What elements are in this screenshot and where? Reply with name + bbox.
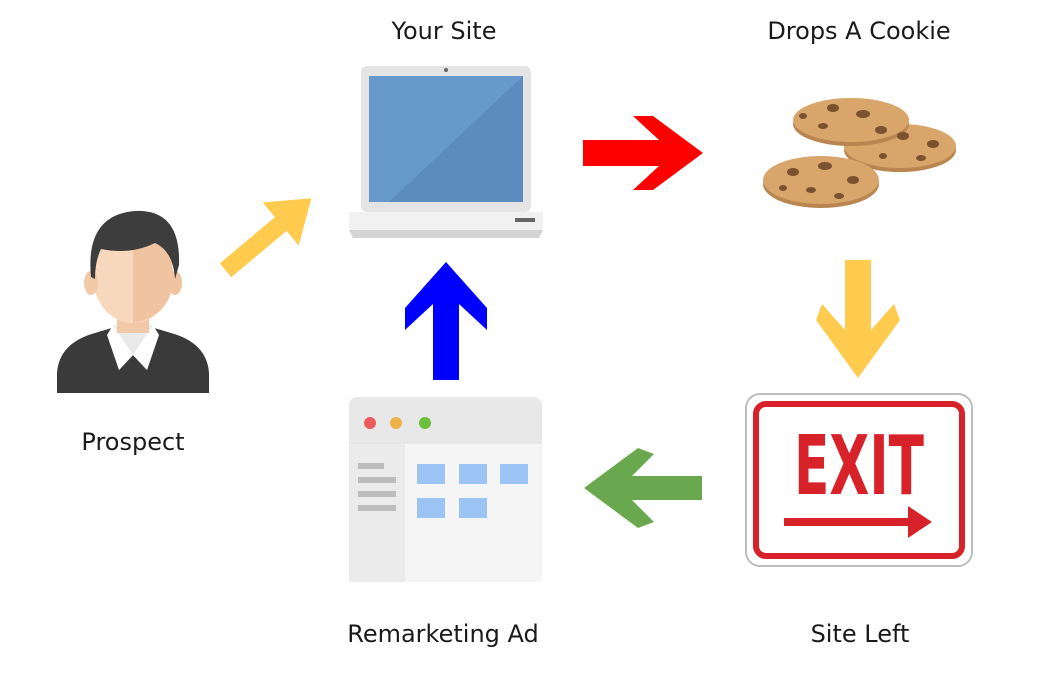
arrow-cookie-to-exit [814,260,902,380]
laptop-icon [349,64,543,240]
label-remarketing-ad: Remarketing Ad [347,620,539,648]
person-icon [55,205,211,393]
arrow-ad-to-site [403,260,489,380]
arrow-prospect-to-site [218,186,322,280]
exit-sign-text: EXIT [794,419,924,514]
cookies-icon [763,92,957,212]
label-site-left: Site Left [810,620,910,648]
label-prospect: Prospect [81,428,185,456]
label-your-site: Your Site [391,17,497,45]
label-drops-a-cookie: Drops A Cookie [767,17,951,45]
arrow-site-to-cookie [583,112,705,194]
exit-sign-icon: EXIT [744,392,974,568]
arrow-exit-to-ad [582,446,702,530]
browser-window-icon [349,397,542,582]
